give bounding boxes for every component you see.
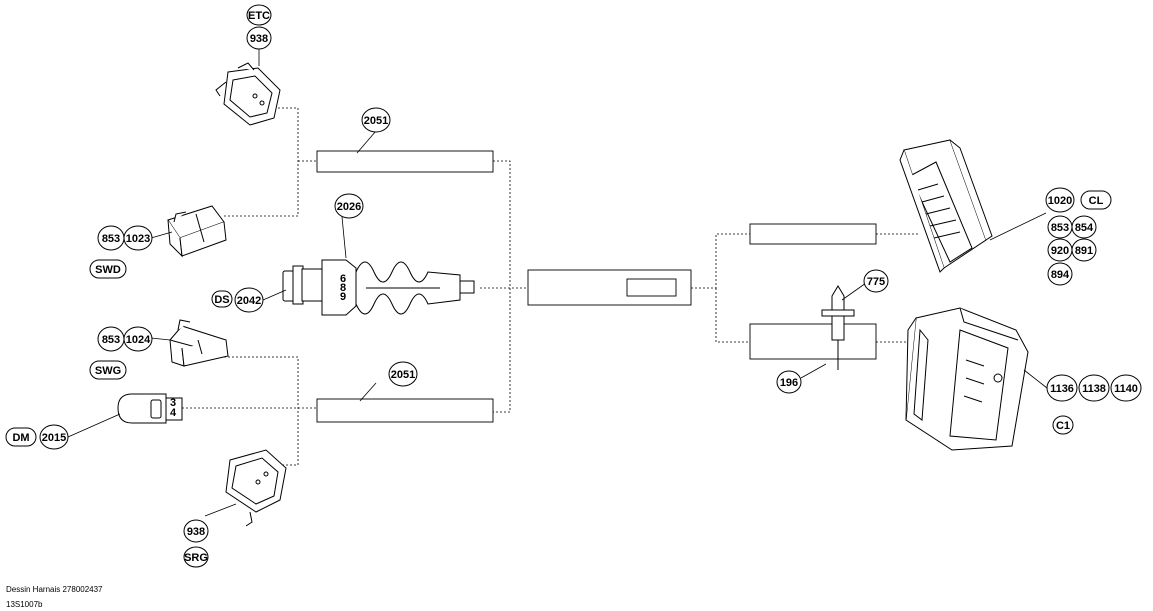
c1-1136-bubble bbox=[1046, 374, 1078, 402]
srg-938: 938 bbox=[187, 526, 205, 538]
cl-894: 894 bbox=[1051, 269, 1070, 281]
dm-2015: 2015 bbox=[42, 432, 66, 444]
sensor-digit-2: 8 bbox=[340, 282, 346, 294]
swg-853: 853 bbox=[102, 334, 120, 346]
cl-891-bubble bbox=[1071, 238, 1097, 262]
cl-label: CL bbox=[1089, 195, 1104, 207]
srg-938-bubble bbox=[183, 519, 209, 543]
ds-2042-bubble bbox=[234, 287, 264, 313]
footer-drawing-code: 13S1007b bbox=[6, 600, 43, 609]
n196: 196 bbox=[780, 377, 798, 389]
c1-label: C1 bbox=[1056, 420, 1070, 432]
cl-1020-bubble bbox=[1045, 187, 1075, 213]
swg-1024-bubble bbox=[123, 326, 153, 352]
ds-2042: 2042 bbox=[237, 295, 261, 307]
swg-1024: 1024 bbox=[126, 334, 151, 346]
dashed-wires bbox=[182, 107, 920, 466]
srg-connector bbox=[225, 449, 287, 527]
ds-label-box bbox=[211, 290, 233, 308]
dm-pin-3: 3 bbox=[170, 397, 176, 409]
srg-label-bubble bbox=[183, 546, 209, 568]
c1-1136: 1136 bbox=[1050, 383, 1074, 395]
swd-853: 853 bbox=[102, 233, 120, 245]
cl-1020: 1020 bbox=[1048, 195, 1072, 207]
etc-938-bubble bbox=[246, 26, 272, 50]
dm-pin-4: 4 bbox=[170, 407, 177, 419]
swd-label: SWD bbox=[95, 264, 121, 276]
swg-label-box bbox=[89, 360, 127, 380]
harness-boxes bbox=[316, 150, 877, 423]
harness-top-bubble bbox=[361, 107, 391, 133]
cl-894-bubble bbox=[1047, 262, 1073, 286]
c1-1140-bubble bbox=[1110, 374, 1142, 402]
cl-854-bubble bbox=[1071, 215, 1097, 239]
n775: 775 bbox=[867, 276, 885, 288]
cl-920: 920 bbox=[1051, 245, 1069, 257]
c1-1138-bubble bbox=[1078, 374, 1110, 402]
swd-1023: 1023 bbox=[126, 233, 150, 245]
etc-label-bubble bbox=[246, 4, 272, 26]
c1-connector bbox=[905, 307, 1029, 451]
c1-label-bubble bbox=[1052, 415, 1074, 435]
cl-854: 854 bbox=[1075, 222, 1094, 234]
dm-label-box bbox=[5, 427, 37, 447]
terminal-part bbox=[821, 285, 855, 370]
etc-connector bbox=[215, 62, 281, 126]
harness-top-number: 2051 bbox=[364, 115, 388, 127]
ds-sensor bbox=[282, 259, 475, 316]
swg-label: SWG bbox=[95, 365, 121, 377]
etc-label: ETC bbox=[248, 10, 270, 22]
c1-1140: 1140 bbox=[1114, 383, 1138, 395]
etc-938: 938 bbox=[250, 33, 268, 45]
ds-label: DS bbox=[214, 294, 229, 306]
sensor-digit-3: 9 bbox=[340, 291, 346, 303]
n775-bubble bbox=[863, 269, 889, 293]
harness-bottom-bubble bbox=[388, 361, 418, 387]
dm-2015-bubble bbox=[39, 424, 69, 450]
cl-label-box bbox=[1080, 190, 1112, 210]
footer-drawing-reference: Dessin Harnais 278002437 bbox=[6, 585, 103, 594]
swd-label-box bbox=[89, 259, 127, 279]
harness-box-right-top bbox=[749, 223, 877, 245]
n196-bubble bbox=[776, 370, 802, 394]
cl-891: 891 bbox=[1075, 245, 1093, 257]
leader-lines bbox=[67, 48, 1048, 517]
harness-box-bottom bbox=[316, 398, 494, 423]
swg-connector bbox=[169, 319, 229, 367]
dm-sensor bbox=[117, 393, 183, 424]
dm-label: DM bbox=[12, 432, 29, 444]
harness-box-center-inner bbox=[626, 278, 677, 297]
harness-box-right-bottom bbox=[749, 323, 877, 360]
srg-label: SRG bbox=[184, 552, 208, 564]
cl-connector bbox=[899, 139, 993, 273]
swd-connector bbox=[167, 205, 227, 258]
ds-2026-bubble bbox=[334, 193, 364, 219]
harness-box-top bbox=[316, 150, 494, 173]
c1-1138: 1138 bbox=[1082, 383, 1106, 395]
cl-853: 853 bbox=[1051, 222, 1069, 234]
sensor-digit-1: 6 bbox=[340, 273, 346, 285]
harness-bottom-number: 2051 bbox=[391, 369, 415, 381]
ds-2026: 2026 bbox=[337, 201, 361, 213]
swd-1023-bubble bbox=[123, 225, 153, 251]
